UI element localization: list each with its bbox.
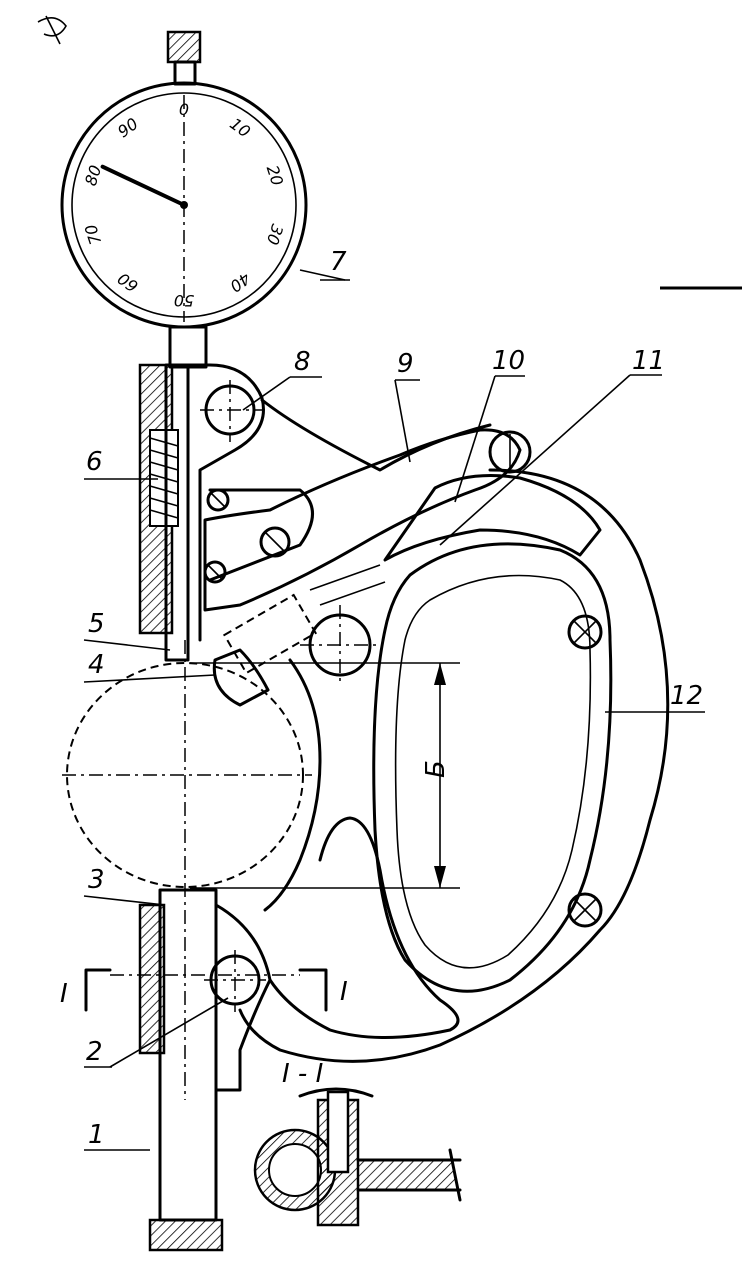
measuring-rod <box>164 363 190 662</box>
spring-coil <box>149 437 179 519</box>
frame-screw-lower-slot-2 <box>573 898 597 922</box>
label-section-right: I <box>340 977 348 1007</box>
label-dimension-b: Б <box>421 760 451 778</box>
stop-tip <box>212 648 270 707</box>
screw-b <box>259 526 291 558</box>
label-part-11: 11 <box>632 346 665 376</box>
lower-body <box>84 888 328 1252</box>
screw-b-slot <box>264 531 286 553</box>
dial-number: 40 <box>226 269 254 296</box>
label-part-10: 10 <box>492 346 525 376</box>
measured-ball <box>66 662 304 888</box>
dim-arrow-bottom <box>434 866 446 888</box>
thread-marks <box>309 564 386 606</box>
section-screw <box>326 1090 350 1174</box>
lever-assembly <box>203 398 602 612</box>
label-part-12: 12 <box>670 681 703 711</box>
indicator-stem-top <box>173 60 197 86</box>
anvil-cap <box>148 1218 224 1252</box>
leader-3 <box>83 895 166 906</box>
label-part-9: 9 <box>397 349 414 379</box>
leader-4 <box>83 674 216 683</box>
screw-a <box>206 488 230 512</box>
dial-pointer-hub <box>180 201 188 209</box>
dial-pointer <box>100 164 186 207</box>
dial-number: 90 <box>114 114 142 141</box>
frame-lower-arm <box>263 658 322 912</box>
leader-lines <box>83 269 705 1151</box>
link-10 <box>383 474 602 562</box>
frame-inner-web <box>394 574 592 969</box>
adjusting-screw-assembly <box>212 564 386 707</box>
dial-number: 50 <box>174 291 194 310</box>
indicator-stem <box>168 325 208 369</box>
leader-11 <box>439 374 631 546</box>
dial-number: 10 <box>226 114 254 141</box>
label-part-1: 1 <box>88 1120 105 1150</box>
section-rod-core <box>268 1143 322 1197</box>
leader-8 <box>242 376 291 411</box>
section-arm-hatch <box>358 1160 455 1190</box>
leader-10 <box>454 375 496 503</box>
upper-body-outline <box>186 363 265 642</box>
corner-mark <box>37 15 67 45</box>
upper-housing <box>138 363 265 662</box>
label-section-left: I <box>60 979 68 1009</box>
label-part-2: 2 <box>86 1037 103 1067</box>
screw-c-slot <box>207 564 223 580</box>
frame-screw-upper-slot-2 <box>573 620 597 644</box>
anvil-rod <box>158 888 218 1222</box>
indicator-cap <box>166 30 202 64</box>
leader-2 <box>109 997 229 1068</box>
section-screw-head <box>298 1087 374 1098</box>
lever-9 <box>203 428 522 612</box>
screw-a-slot <box>210 492 226 508</box>
frame-screw-upper <box>567 614 603 650</box>
section-arrow-left <box>84 968 112 1012</box>
frame-throat <box>268 816 460 1039</box>
dial-number: 60 <box>114 269 142 296</box>
dial-number: 0 <box>179 100 189 119</box>
leader-7 <box>299 269 346 281</box>
frame-outer <box>238 468 670 1063</box>
leader-9 <box>394 379 411 463</box>
frame-screw-lower <box>567 892 603 928</box>
label-section-title: I - I <box>282 1059 323 1089</box>
dial-number: 20 <box>263 163 287 188</box>
dial-number: 70 <box>81 222 105 247</box>
frame-inner-window <box>372 542 613 993</box>
dial-number: 30 <box>263 222 287 247</box>
leader-5 <box>83 639 171 651</box>
screw-c <box>203 560 227 584</box>
label-part-6: 6 <box>86 447 103 477</box>
label-part-5: 5 <box>88 609 105 639</box>
lever-screws-group <box>208 488 314 582</box>
section-arrow-right <box>298 968 328 1012</box>
label-part-8: 8 <box>294 347 311 377</box>
label-part-3: 3 <box>88 865 105 895</box>
dim-arrow-top <box>434 663 446 685</box>
label-part-7: 7 <box>330 247 347 277</box>
label-part-4: 4 <box>88 650 105 680</box>
lower-body-outline <box>214 903 272 1092</box>
main-frame <box>238 468 670 1063</box>
section-view <box>253 1087 462 1227</box>
part-labels: 7 8 9 10 11 6 5 4 12 3 2 1 Б I I I - I <box>60 247 703 1150</box>
adjusting-screw-body <box>222 593 318 675</box>
